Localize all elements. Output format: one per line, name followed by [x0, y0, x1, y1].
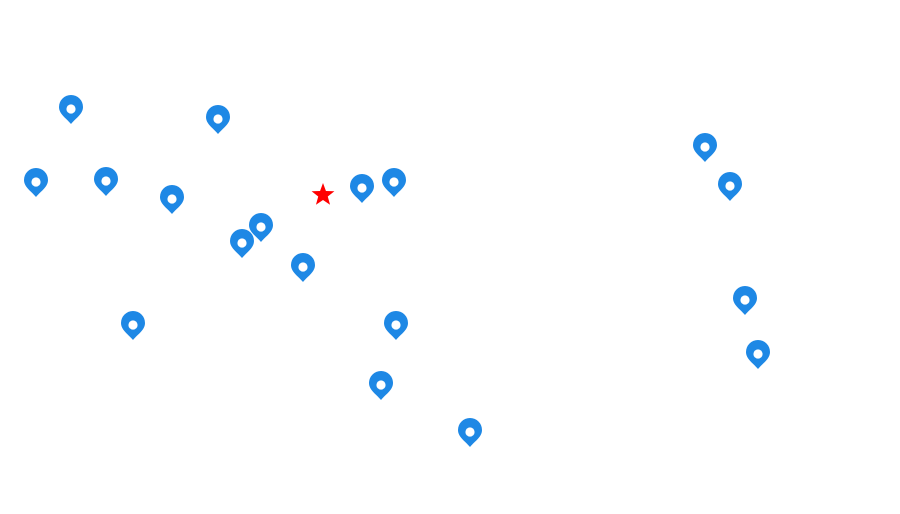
map-pin-icon[interactable] [160, 185, 184, 214]
map-pin-icon[interactable] [121, 311, 145, 340]
map-pin-icon[interactable] [369, 371, 393, 400]
map-pin-icon[interactable] [59, 95, 83, 124]
map-pin-icon[interactable] [230, 229, 254, 258]
star-icon[interactable] [311, 183, 335, 205]
highlight-group [311, 183, 335, 205]
map-pin-icon[interactable] [733, 286, 757, 315]
map-pin-icon[interactable] [746, 340, 770, 369]
map-pin-icon[interactable] [350, 174, 374, 203]
map-pin-icon[interactable] [693, 133, 717, 162]
map-pin-icon[interactable] [718, 172, 742, 201]
pins-group [24, 95, 770, 447]
map-pin-icon[interactable] [206, 105, 230, 134]
map-pin-icon[interactable] [249, 213, 273, 242]
map-pin-icon[interactable] [384, 311, 408, 340]
map-pin-icon[interactable] [24, 168, 48, 197]
map-pin-icon[interactable] [458, 418, 482, 447]
map-pin-icon[interactable] [94, 167, 118, 196]
map-pin-icon[interactable] [382, 168, 406, 197]
map-pin-icon[interactable] [291, 253, 315, 282]
